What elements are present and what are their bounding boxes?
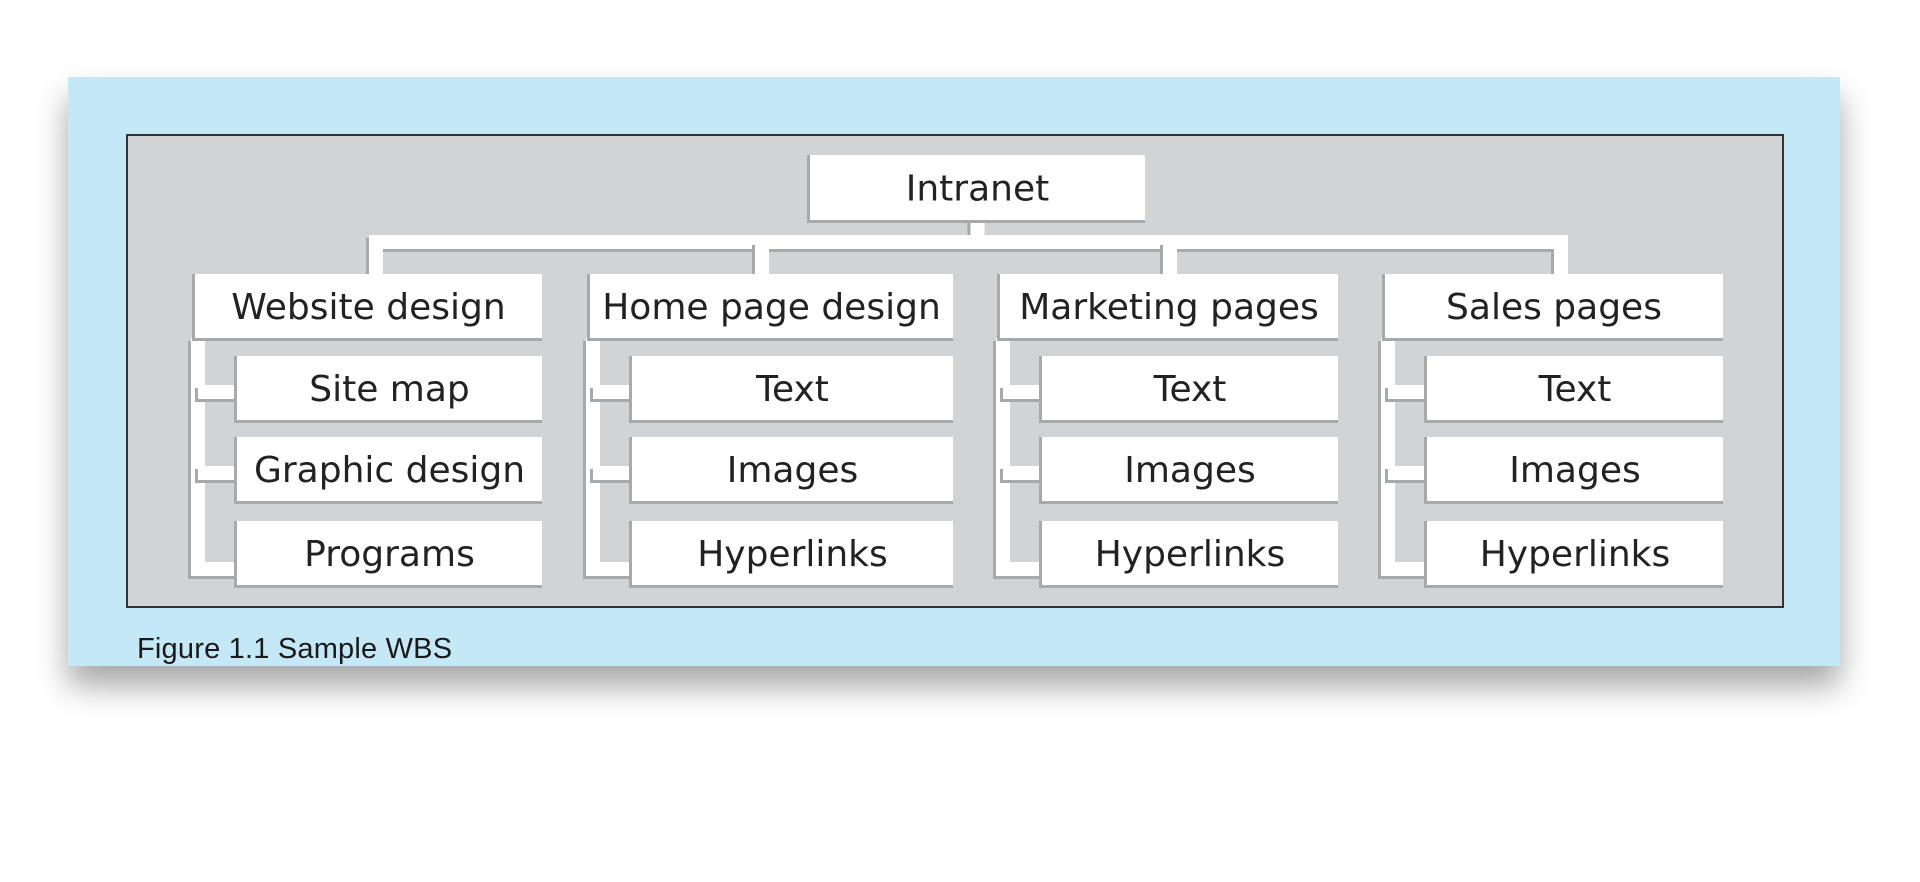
wbs-branch-marketing-pages: Marketing pages (997, 274, 1338, 341)
wbs-branch-home-page-design-child-images: Images (629, 437, 953, 504)
wbs-branch-website-design-child-graphic-design: Graphic design (234, 437, 542, 504)
wbs-branch-home-page-design-rect (590, 274, 953, 338)
wbs-branch-marketing-pages-child-hyperlinks: Hyperlinks (1039, 521, 1338, 588)
wbs-branch-sales-pages-spine-connector (1381, 338, 1427, 576)
wbs-branch-home-page-design-spine-connector (586, 338, 632, 576)
wbs-branch-home-page-design-child-images-label: Images (727, 450, 859, 491)
wbs-branch-sales-pages-child-images-label: Images (1509, 450, 1641, 491)
wbs-branch-website-design-child-graphic-design-label: Graphic design (254, 450, 525, 491)
wbs-branch-sales-pages-child-text-label: Text (1538, 369, 1612, 410)
wbs-branch-sales-pages-child-hyperlinks-rect (1427, 521, 1723, 585)
wbs-branch-marketing-pages-child-hyperlinks-rect (1042, 521, 1338, 585)
wbs-branch-home-page-design-child-hyperlinks-rect (632, 521, 953, 585)
wbs-branch-sales-pages-child-images-rect (1427, 437, 1723, 501)
wbs-branch-website-design-child-site-map-rect (237, 356, 542, 420)
wbs-branch-marketing-pages-spine-connector (996, 338, 1042, 576)
wbs-branch-sales-pages-child-hyperlinks-label: Hyperlinks (1480, 534, 1671, 575)
wbs-branch-marketing-pages-child-images-rect (1042, 437, 1338, 501)
level1-bar-connector (369, 235, 1568, 274)
wbs-branch-website-design-child-programs-rect (237, 521, 542, 585)
wbs-branch-home-page-design-child-text-label: Text (755, 369, 829, 410)
wbs-branch-marketing-pages-child-hyperlinks-label: Hyperlinks (1095, 534, 1286, 575)
wbs-branch-website-design-child-programs: Programs (234, 521, 542, 588)
wbs-branch-marketing-pages-child-text-rect (1042, 356, 1338, 420)
wbs-branch-marketing-pages-child-images-label: Images (1124, 450, 1256, 491)
wbs-root-intranet-label: Intranet (906, 168, 1050, 209)
wbs-branch-home-page-design: Home page design (587, 274, 953, 341)
wbs-branch-marketing-pages-child-images: Images (1039, 437, 1338, 504)
wbs-branch-sales-pages-child-text: Text (1424, 356, 1723, 423)
wbs-branch-website-design-child-site-map-label: Site map (309, 369, 470, 410)
wbs-root-intranet-rect (810, 155, 1145, 220)
wbs-branch-sales-pages-child-text-rect (1427, 356, 1723, 420)
wbs-branch-marketing-pages-label: Marketing pages (1019, 287, 1319, 328)
wbs-branch-website-design-child-graphic-design-rect (237, 437, 542, 501)
wbs-branch-home-page-design-child-images-rect (632, 437, 953, 501)
wbs-branch-website-design-spine-connector (191, 338, 237, 576)
wbs-branch-home-page-design-label: Home page design (602, 287, 941, 328)
wbs-connectors (188, 220, 1568, 579)
figure-caption: Figure 1.1 Sample WBS (137, 633, 453, 665)
wbs-branch-sales-pages-child-images: Images (1424, 437, 1723, 504)
wbs-branch-website-design-child-site-map: Site map (234, 356, 542, 423)
wbs-branch-sales-pages-label: Sales pages (1446, 287, 1662, 328)
wbs-branch-home-page-design-child-hyperlinks-label: Hyperlinks (697, 534, 888, 575)
wbs-branch-home-page-design-child-text: Text (629, 356, 953, 423)
wbs-branch-home-page-design-child-hyperlinks: Hyperlinks (629, 521, 953, 588)
wbs-branch-marketing-pages-child-text-label: Text (1153, 369, 1227, 410)
wbs-branch-sales-pages-child-hyperlinks: Hyperlinks (1424, 521, 1723, 588)
wbs-branch-home-page-design-child-text-rect (632, 356, 953, 420)
wbs-branch-marketing-pages-child-text: Text (1039, 356, 1338, 423)
wbs-branch-website-design-rect (195, 274, 542, 338)
wbs-root-intranet: Intranet (807, 155, 1145, 223)
wbs-branch-sales-pages: Sales pages (1382, 274, 1723, 341)
wbs-branch-sales-pages-rect (1385, 274, 1723, 338)
wbs-branch-website-design: Website design (192, 274, 542, 341)
wbs-branch-website-design-label: Website design (231, 287, 505, 328)
wbs-branch-website-design-child-programs-label: Programs (304, 534, 475, 575)
wbs-branch-marketing-pages-rect (1000, 274, 1338, 338)
